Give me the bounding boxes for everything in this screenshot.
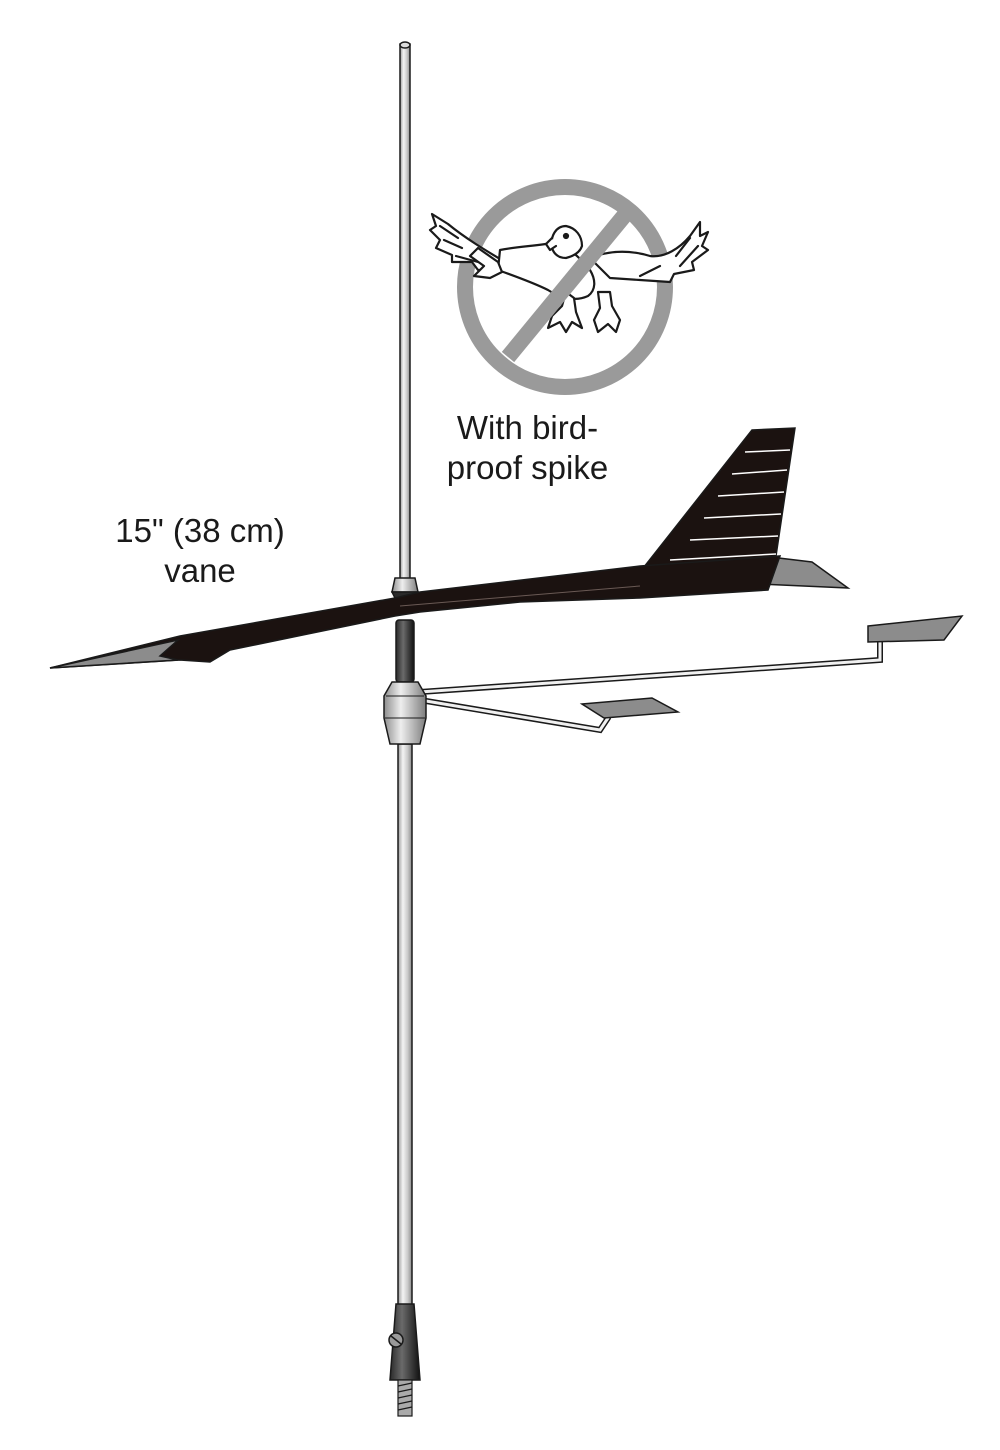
wind-vane xyxy=(49,427,851,669)
collar-hub xyxy=(383,681,427,745)
spike-caption-line2: proof spike xyxy=(446,449,609,486)
no-birds-sign xyxy=(428,179,710,395)
spike-caption: With bird- proof spike xyxy=(405,408,650,488)
mast xyxy=(395,619,415,1310)
vane-size-caption: 15" (38 cm) vane xyxy=(90,511,310,591)
vane-caption-line2: vane xyxy=(164,552,236,589)
tab-arms xyxy=(417,615,964,734)
bird-proof-spike xyxy=(390,41,420,609)
vane-caption-line1: 15" (38 cm) xyxy=(115,512,285,549)
bird-icon xyxy=(428,212,710,334)
mount-base xyxy=(388,1303,421,1417)
spike-caption-line1: With bird- xyxy=(456,409,599,446)
